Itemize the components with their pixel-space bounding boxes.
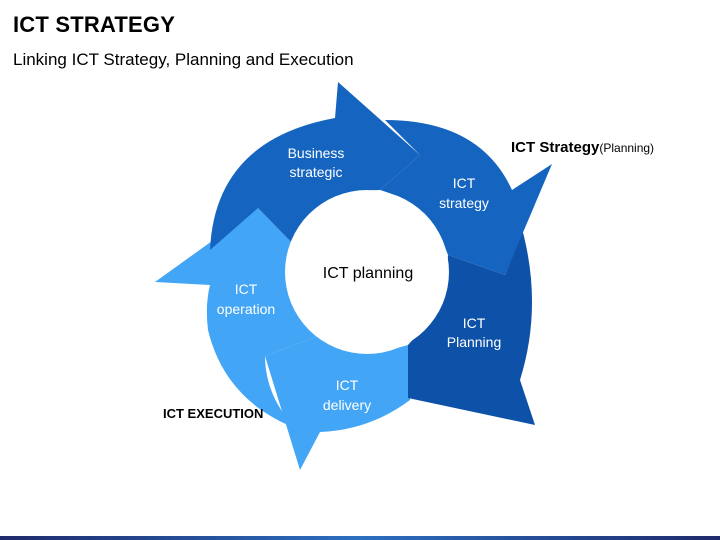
label-ict-strategy: ICT xyxy=(453,175,476,191)
page-subtitle: Linking ICT Strategy, Planning and Execu… xyxy=(13,50,354,69)
label-business-strategic: Business xyxy=(288,145,345,161)
page-title: ICT STRATEGY xyxy=(13,12,176,37)
label-business-strategic-2: strategic xyxy=(290,164,343,180)
center-label: ICT planning xyxy=(323,265,413,282)
ict-strategy-label-sub: (Planning) xyxy=(599,141,655,155)
label-ict-operation-2: operation xyxy=(217,301,275,317)
segment-ict-planning xyxy=(408,215,535,425)
center-circle xyxy=(285,190,449,354)
segment-business-strategic xyxy=(210,82,420,250)
bottom-bar xyxy=(0,536,720,540)
ict-execution-label: ICT EXECUTION xyxy=(163,406,264,421)
segment-ict-delivery xyxy=(265,336,410,470)
ict-strategy-label-main: ICT Strategy xyxy=(511,139,600,156)
label-ict-delivery-2: delivery xyxy=(323,397,371,413)
label-ict-delivery: ICT xyxy=(336,377,359,393)
label-ict-operation: ICT xyxy=(235,281,258,297)
label-ict-planning: ICT xyxy=(463,315,486,331)
label-ict-planning-2: Planning xyxy=(447,334,502,350)
label-ict-strategy-2: strategy xyxy=(439,195,489,211)
ict-strategy-label: ICT Strategy(Planning) xyxy=(511,139,654,156)
segment-ict-operation xyxy=(155,208,318,428)
segment-ict-strategy xyxy=(380,120,552,275)
